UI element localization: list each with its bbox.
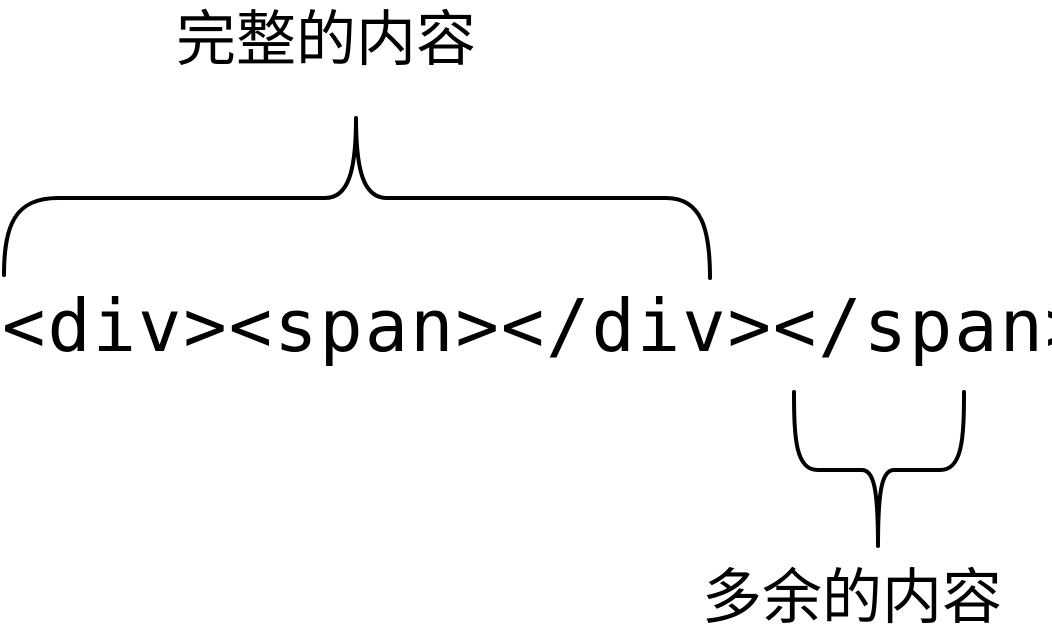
bottom-brace [792, 390, 966, 548]
html-code-snippet: <div><span></div></span> [2, 284, 1052, 368]
extra-content-label: 多余的内容 [702, 563, 1002, 633]
top-brace [2, 116, 712, 280]
complete-content-label: 完整的内容 [176, 5, 476, 75]
